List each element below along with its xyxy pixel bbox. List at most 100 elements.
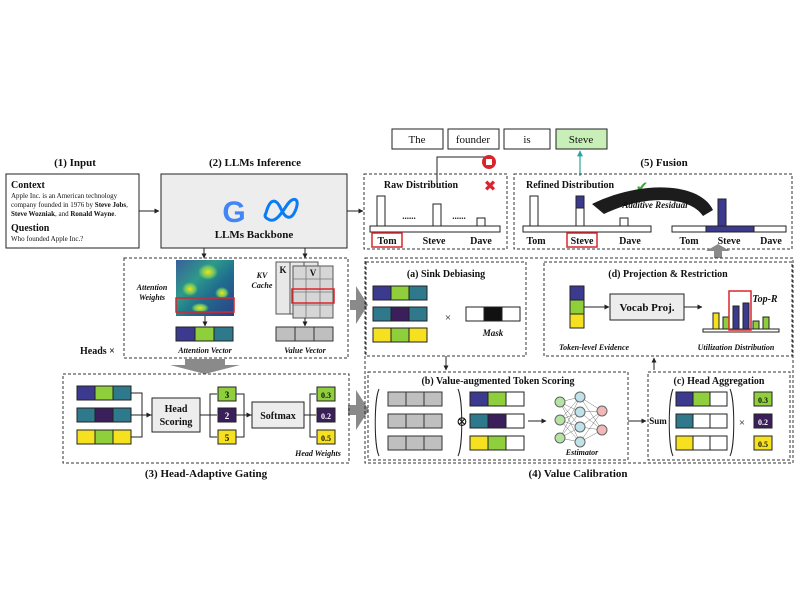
input-title: (1) Input: [54, 157, 96, 169]
estimator-network: [554, 391, 608, 448]
heads-region: [123, 257, 349, 359]
google-logo-icon: G: [222, 196, 245, 229]
softmax-box: [251, 401, 305, 429]
fusion-utilization-bars: [671, 198, 787, 233]
aggregation-weight-1: 0.3: [758, 396, 768, 405]
raw-candidate-tom: Tom: [377, 236, 397, 247]
token-box-the: [391, 128, 444, 150]
v-label: V: [310, 268, 317, 278]
raw-distribution-label: Raw Distribution: [384, 180, 459, 191]
head-scoring-box: [151, 397, 201, 433]
token-scoring-region: [367, 371, 629, 461]
raw-distribution-region: [363, 173, 508, 250]
raw-ellipsis-2: ......: [452, 211, 466, 221]
head-scoring-label-1: Head: [165, 404, 188, 415]
input-box: [5, 173, 140, 249]
sink-times: ×: [445, 312, 451, 324]
sink-vectors: [372, 285, 428, 343]
sink-debiasing-title: (a) Sink Debiasing: [407, 269, 485, 280]
heads-to-calibration-big-arrow: [350, 286, 368, 324]
stop-icon-inner: [486, 159, 492, 165]
fusion-region: [513, 173, 793, 250]
head-aggregation-title: (c) Head Aggregation: [674, 376, 765, 387]
refined-candidate-dave: Dave: [619, 236, 641, 247]
kv-cache-label-1: KV: [256, 271, 268, 280]
token-is: is: [523, 134, 530, 146]
attention-vector-label: Attention Vector: [177, 346, 232, 355]
fusion-title: (5) Fusion: [640, 157, 687, 169]
weight-2: 0.2: [321, 412, 331, 421]
vocab-proj-box: [609, 293, 685, 321]
scoring-split-lines: [200, 393, 217, 438]
raw-candidate-dave: Dave: [470, 236, 492, 247]
cross-icon: ✖: [484, 179, 497, 195]
token-box-steve: [555, 128, 608, 150]
aggregation-times: ×: [739, 417, 745, 429]
head-weights-label: Head Weights: [294, 449, 341, 458]
token-box-founder: [447, 128, 500, 150]
meta-logo-icon: [263, 197, 299, 222]
raw-bars: [369, 195, 501, 233]
mask-cells: [465, 306, 521, 322]
attention-weights-label-2: Weights: [139, 293, 165, 302]
gating-region: [62, 373, 350, 464]
sink-debiasing-region: [365, 261, 527, 357]
aggregation-weight-3: 0.5: [758, 440, 768, 449]
attention-weights-label-1: Attention: [136, 283, 168, 292]
token-founder: founder: [456, 134, 491, 146]
refined-candidate-tom: Tom: [526, 236, 546, 247]
value-vector-cells: [275, 326, 334, 342]
aggregation-brackets: [668, 388, 735, 457]
fusion-candidate-tom: Tom: [679, 236, 699, 247]
weight-3: 0.5: [321, 434, 331, 443]
question-label: Question: [11, 223, 50, 234]
context-line-1: Apple Inc. is an American technology: [11, 192, 118, 200]
refined-distribution-label: Refined Distribution: [526, 180, 615, 191]
gating-input-vectors: [76, 385, 132, 445]
value-matrix-brackets: [374, 388, 463, 457]
value-row-highlight: [291, 288, 335, 304]
utilization-bars: [702, 302, 780, 333]
token-steve: Steve: [569, 134, 594, 146]
backbone-label: LLMs Backbone: [215, 229, 294, 241]
refined-candidate-steve: Steve: [571, 236, 594, 247]
gating-title: (3) Head-Adaptive Gating: [145, 468, 268, 480]
top-r-label: Top-R: [752, 294, 778, 305]
sum-label: Sum: [649, 416, 667, 426]
context-label: Context: [11, 180, 46, 191]
raw-candidate-steve: Steve: [423, 236, 446, 247]
attention-heatmap: [175, 260, 235, 316]
score-2: 2: [225, 411, 230, 421]
top-r-highlight: [728, 290, 752, 331]
aggregation-weight-cells: [753, 391, 773, 451]
score-1: 3: [225, 390, 230, 400]
token-the: The: [408, 134, 425, 146]
score-cells: [217, 386, 237, 445]
token-evidence-vector: [569, 285, 585, 329]
question-text: Who founded Apple Inc.?: [11, 235, 83, 243]
utilization-label: Utilization Distribution: [698, 343, 775, 352]
weight-cells: [316, 386, 336, 445]
projection-title: (d) Projection & Restriction: [608, 269, 728, 280]
attention-row-highlight: [175, 297, 235, 313]
score-3: 5: [225, 433, 230, 443]
calibration-region: [364, 257, 794, 464]
additive-residual-label: Additive Residual: [621, 200, 688, 210]
inference-title: (2) LLMs Inference: [209, 157, 301, 169]
refined-selected-box: [566, 232, 598, 248]
vocab-proj-label: Vocab Proj.: [620, 302, 675, 314]
raw-selected-box: [371, 232, 403, 248]
kv-cache-label-2: Cache: [252, 281, 273, 290]
value-vector-label: Value Vector: [284, 346, 326, 355]
projection-to-fusion-arrow: [706, 244, 730, 258]
softmax-split-lines: [304, 393, 316, 438]
aggregation-weight-2: 0.2: [758, 418, 768, 427]
projection-region: [543, 261, 793, 357]
v-matrix: [292, 265, 334, 319]
k-label: K: [279, 265, 286, 275]
refined-bars: [522, 195, 652, 233]
value-matrix: [387, 391, 443, 451]
fusion-candidate-steve: Steve: [718, 236, 741, 247]
attention-vector-cells: [175, 326, 234, 342]
